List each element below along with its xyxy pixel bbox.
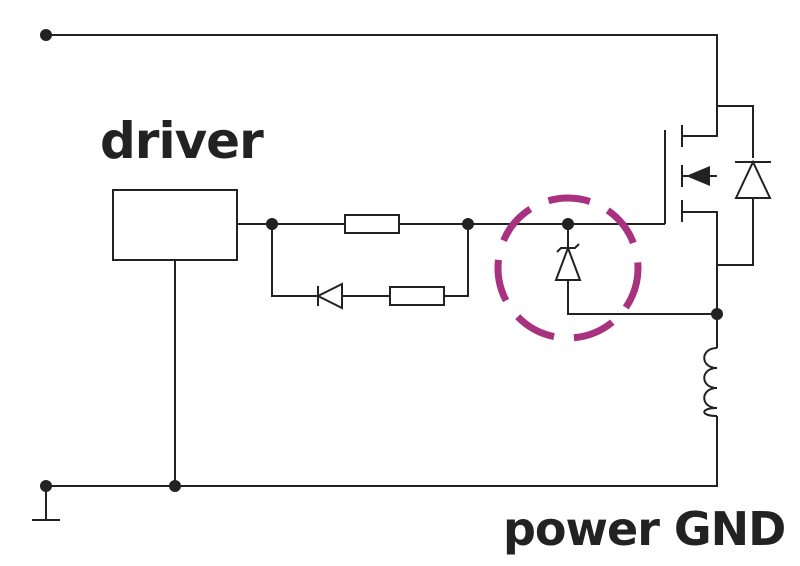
driver-block	[112, 189, 238, 261]
highlight-dashed-circle	[494, 194, 642, 342]
junction-dot	[40, 29, 52, 41]
mosfet-arrow	[686, 166, 710, 186]
top-rail-wire	[46, 34, 718, 110]
discharge-resistor	[389, 286, 445, 306]
junction-dot	[40, 480, 52, 492]
zener-wire	[567, 224, 717, 315]
body-diode-wire	[717, 105, 754, 266]
discharge-diode	[315, 282, 343, 310]
junction-dot	[711, 308, 723, 320]
junction-dot	[169, 480, 181, 492]
mosfet	[664, 110, 718, 265]
power-gnd-label: power GND	[503, 502, 786, 556]
junction-dot	[266, 218, 278, 230]
discharge-branch-wire	[271, 224, 469, 297]
tvs-zener-diode	[554, 243, 582, 281]
driver-label: driver	[100, 112, 264, 170]
junction-dots	[40, 29, 723, 492]
junction-dot	[562, 218, 574, 230]
body-diode	[734, 159, 772, 199]
junction-dot	[462, 218, 474, 230]
source-inductance	[703, 347, 718, 417]
bottom-rail-wire	[46, 416, 718, 487]
gate-resistor	[344, 214, 400, 234]
